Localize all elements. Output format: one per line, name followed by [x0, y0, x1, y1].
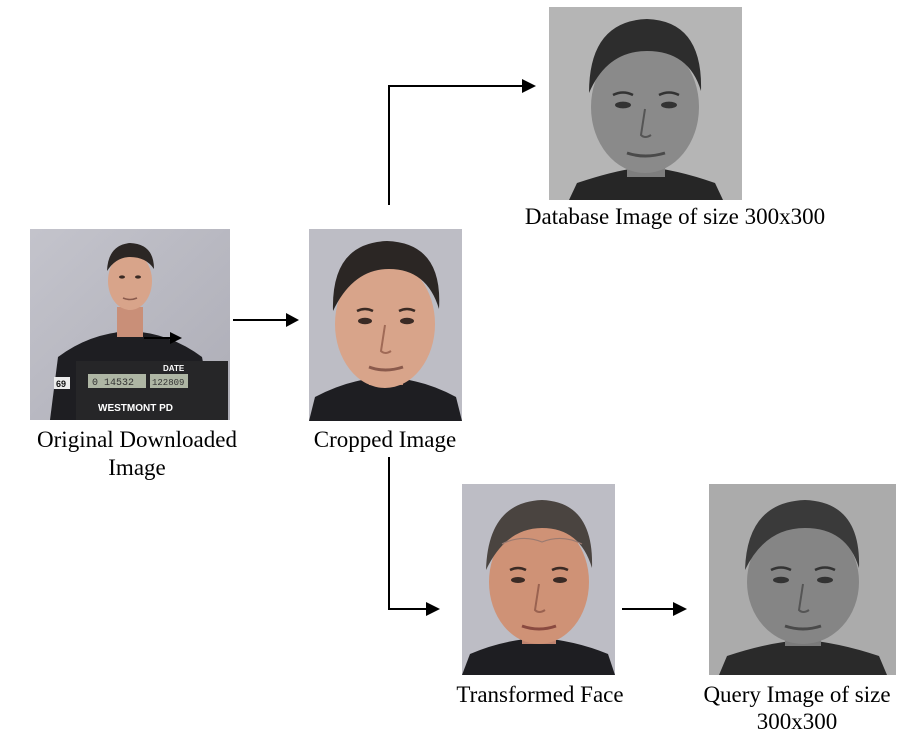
arrow-cropped-to-database — [388, 79, 536, 205]
arrow-cropped-to-transformed — [388, 457, 440, 616]
original-image: DATE 0 14532 122809 69 WESTMONT PD — [30, 229, 230, 420]
arrow-original-to-cropped — [233, 313, 299, 327]
original-caption-line1: Original Downloaded — [37, 427, 237, 452]
database-photo-drawing — [549, 7, 742, 200]
placard-tag: 69 — [56, 379, 66, 389]
placard-number: 0 14532 — [92, 378, 134, 389]
cropped-photo-drawing — [309, 229, 462, 421]
query-photo-drawing — [709, 484, 896, 675]
original-photo-drawing: DATE 0 14532 122809 69 WESTMONT PD — [30, 229, 230, 420]
query-image — [709, 484, 896, 675]
database-image — [549, 7, 742, 200]
original-caption-line2: Image — [108, 455, 166, 480]
transformed-photo-drawing — [462, 484, 615, 675]
transformed-caption: Transformed Face — [456, 682, 624, 707]
cropped-image — [309, 229, 462, 421]
placard-department: WESTMONT PD — [98, 403, 173, 414]
database-caption: Database Image of size 300x300 — [524, 204, 826, 229]
query-caption-line1: Query Image of size — [703, 682, 891, 707]
arrow-transformed-to-query — [622, 602, 687, 616]
transformed-image — [462, 484, 615, 675]
placard-date-label: DATE — [163, 364, 185, 373]
query-caption-line2: 300x300 — [756, 709, 838, 734]
cropped-caption: Cropped Image — [313, 427, 457, 452]
placard-date: 122809 — [152, 378, 184, 388]
